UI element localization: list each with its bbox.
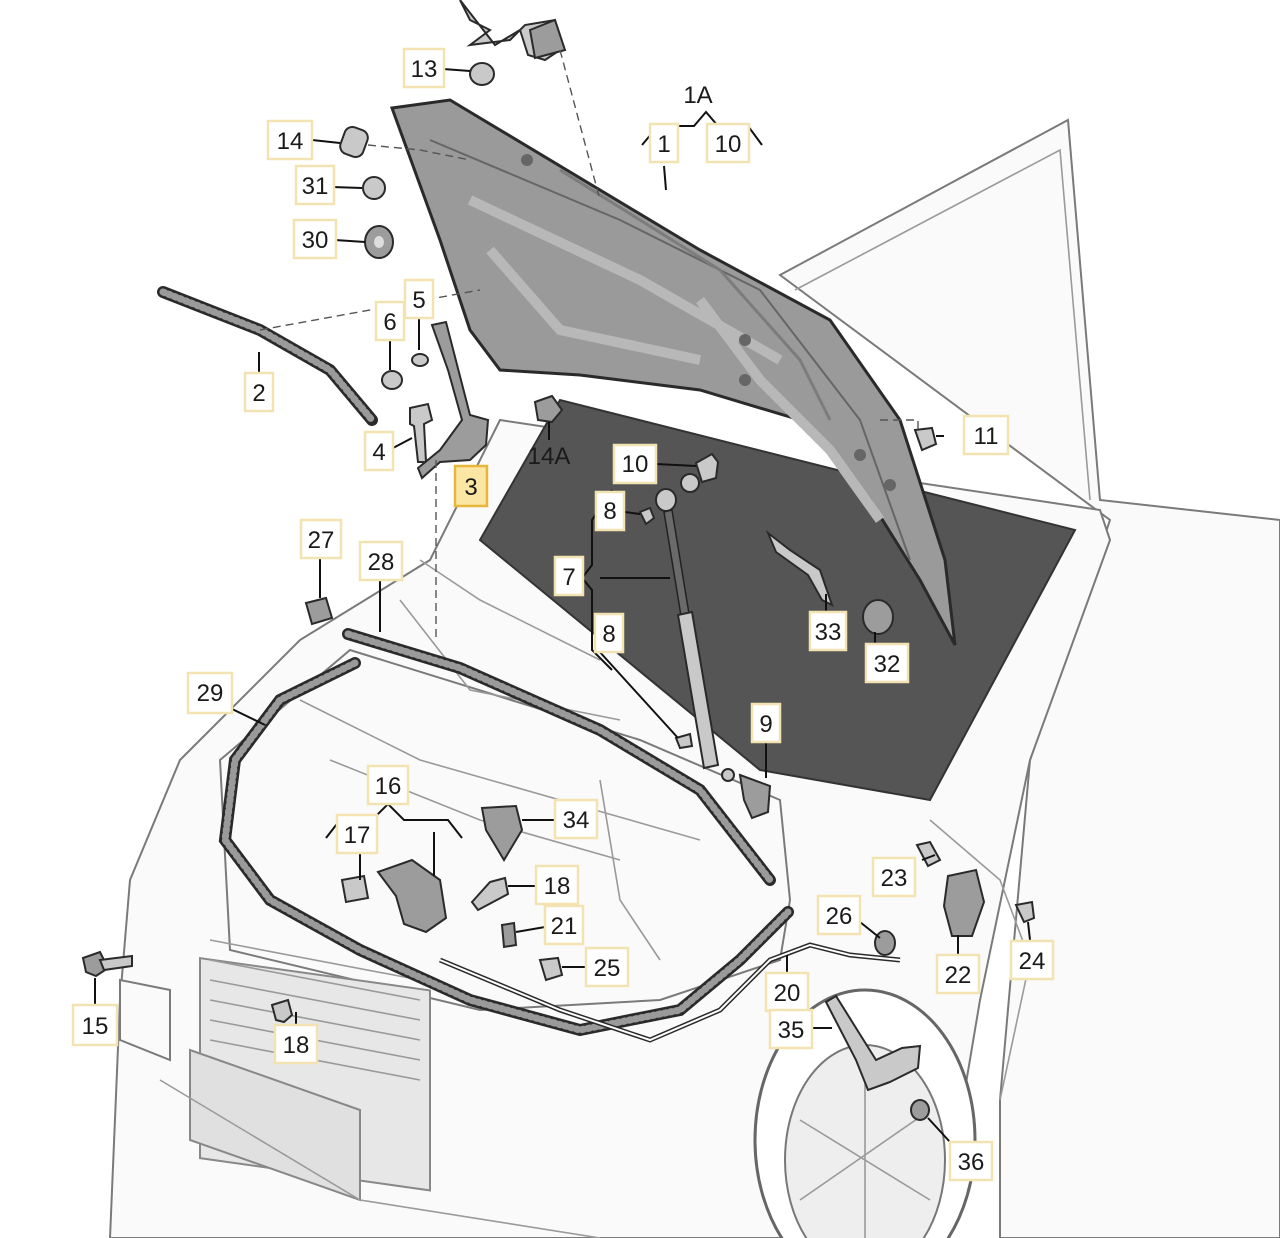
svg-text:13: 13 xyxy=(411,56,438,83)
hood-panel xyxy=(389,98,957,646)
svg-text:15: 15 xyxy=(82,1013,109,1040)
svg-text:10: 10 xyxy=(715,131,742,158)
svg-text:2: 2 xyxy=(252,380,265,407)
callout-8a: 8 xyxy=(594,490,626,532)
svg-text:14: 14 xyxy=(277,128,304,155)
callout-27: 27 xyxy=(299,518,343,560)
svg-text:20: 20 xyxy=(774,980,801,1007)
callout-21: 21 xyxy=(543,904,585,946)
callout-14: 14 xyxy=(266,119,314,161)
callout-24: 24 xyxy=(1009,939,1055,981)
callout-3: 3 xyxy=(453,464,489,508)
svg-text:35: 35 xyxy=(778,1017,805,1044)
callout-26: 26 xyxy=(816,894,862,936)
svg-text:28: 28 xyxy=(368,549,395,576)
callout-7: 7 xyxy=(553,555,585,597)
callout-18a: 18 xyxy=(534,864,580,906)
svg-text:24: 24 xyxy=(1019,948,1046,975)
svg-text:33: 33 xyxy=(815,619,842,646)
hood-latch-top xyxy=(459,0,567,62)
svg-text:7: 7 xyxy=(562,564,575,591)
callout-1A: 1A xyxy=(683,82,712,109)
callouts: 13 1A 1 10 14 31 30 5 6 2 4 3 14A 11 10 … xyxy=(71,47,1055,1182)
svg-text:9: 9 xyxy=(759,711,772,738)
callout-28: 28 xyxy=(358,540,404,582)
callout-20: 20 xyxy=(764,971,810,1013)
svg-text:31: 31 xyxy=(302,173,329,200)
svg-text:14A: 14A xyxy=(528,443,571,470)
callout-10a: 10 xyxy=(705,122,751,164)
callout-33: 33 xyxy=(808,610,848,652)
svg-text:25: 25 xyxy=(594,955,621,982)
svg-text:17: 17 xyxy=(344,822,371,849)
svg-text:18: 18 xyxy=(544,873,571,900)
svg-text:32: 32 xyxy=(874,651,901,678)
svg-text:8: 8 xyxy=(603,498,616,525)
callout-23: 23 xyxy=(871,856,917,898)
callout-2: 2 xyxy=(243,371,275,413)
svg-text:11: 11 xyxy=(974,423,999,450)
svg-text:18: 18 xyxy=(283,1032,310,1059)
callout-35: 35 xyxy=(768,1008,814,1050)
svg-text:10: 10 xyxy=(622,451,649,478)
svg-text:23: 23 xyxy=(881,865,908,892)
callout-36: 36 xyxy=(948,1140,994,1182)
callout-18b: 18 xyxy=(273,1023,319,1065)
svg-text:22: 22 xyxy=(945,962,972,989)
svg-text:34: 34 xyxy=(563,807,590,834)
callout-11: 11 xyxy=(962,414,1010,456)
callout-5: 5 xyxy=(403,278,435,320)
svg-text:36: 36 xyxy=(958,1149,985,1176)
callout-1: 1 xyxy=(648,122,680,164)
callout-4: 4 xyxy=(363,430,395,472)
callout-15: 15 xyxy=(71,1003,119,1047)
callout-32: 32 xyxy=(864,642,910,684)
callout-30: 30 xyxy=(292,218,338,260)
callout-10b: 10 xyxy=(612,443,658,485)
callout-17: 17 xyxy=(335,813,379,855)
callout-34: 34 xyxy=(553,798,599,840)
svg-text:1A: 1A xyxy=(683,82,712,109)
svg-text:5: 5 xyxy=(412,287,425,314)
svg-text:16: 16 xyxy=(375,773,402,800)
svg-text:21: 21 xyxy=(551,913,578,940)
callout-31: 31 xyxy=(294,164,336,206)
callout-14A: 14A xyxy=(528,443,571,470)
callout-25: 25 xyxy=(584,946,630,988)
svg-text:3: 3 xyxy=(464,474,477,501)
callout-8b: 8 xyxy=(593,612,625,654)
svg-text:26: 26 xyxy=(826,903,853,930)
callout-16: 16 xyxy=(366,764,410,806)
callout-22: 22 xyxy=(935,953,981,995)
svg-text:27: 27 xyxy=(308,527,335,554)
svg-text:6: 6 xyxy=(383,309,396,336)
assembly-lines xyxy=(259,49,919,640)
svg-text:29: 29 xyxy=(197,680,224,707)
callout-6: 6 xyxy=(374,300,406,342)
svg-text:4: 4 xyxy=(372,439,385,466)
svg-text:30: 30 xyxy=(302,227,329,254)
callout-9: 9 xyxy=(750,702,782,744)
svg-text:8: 8 xyxy=(602,621,615,648)
svg-text:1: 1 xyxy=(657,131,670,158)
leader-lines xyxy=(94,68,1031,1143)
callout-29: 29 xyxy=(186,671,234,715)
callout-13: 13 xyxy=(402,47,446,89)
